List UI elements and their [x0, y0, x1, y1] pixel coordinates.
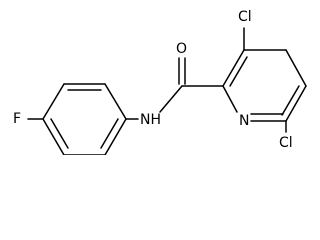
- bond-ar-1: [42, 83, 65, 120]
- bond-ar-inner-2: [100, 118, 119, 149]
- atom-amide-nh: NH: [140, 112, 161, 128]
- fluorophenyl-ring: [27, 83, 127, 155]
- atom-chlorine-3: Cl: [238, 9, 252, 25]
- pyridine-ring: [222, 27, 307, 133]
- bond-py-c2-c3: [222, 49, 245, 87]
- bond-py-c5-c6: [285, 85, 307, 122]
- bond-n-carbonyl: [159, 85, 183, 113]
- bond-py-c4-c5: [285, 49, 307, 87]
- atom-labels: F NH O N Cl Cl: [13, 9, 293, 151]
- atom-fluorine: F: [13, 111, 21, 127]
- bond-py-inner-2: [281, 85, 300, 116]
- bond-ar-6: [42, 118, 65, 155]
- amide-linker: [125, 57, 224, 120]
- bond-ar-4: [104, 118, 127, 155]
- molecule-structure: F NH O N Cl Cl: [13, 9, 307, 155]
- bond-py-n-c2: [222, 85, 238, 113]
- bond-ar-3: [104, 83, 127, 120]
- bond-ar-inner-3: [50, 118, 69, 149]
- atom-pyridine-nitrogen: N: [239, 113, 249, 129]
- bond-py-inner-1: [229, 56, 248, 87]
- atom-carbonyl-oxygen: O: [176, 41, 187, 57]
- atom-chlorine-6: Cl: [279, 135, 293, 151]
